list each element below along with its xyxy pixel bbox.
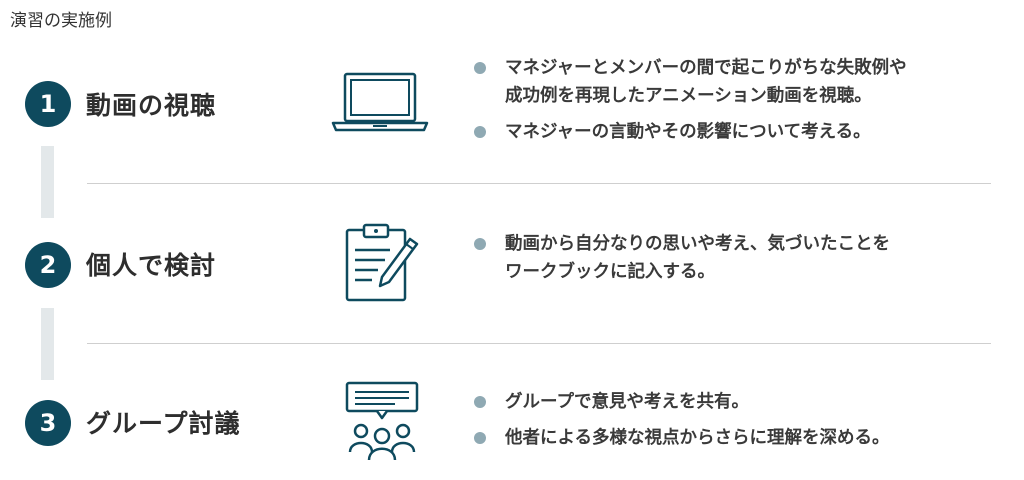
group-discussion-icon (330, 380, 430, 468)
bullet-line: マネジャーとメンバーの間で起こりがちな失敗例や (505, 58, 907, 78)
bullet-dot (474, 238, 486, 250)
bullet-line: マネジャーの言動やその影響について考える。 (505, 122, 871, 142)
bullet-line: 動画から自分なりの思いや考え、気づいたことを (505, 234, 890, 254)
bullet-line: ワークブックに記入する。 (505, 262, 715, 282)
step-number: 3 (25, 400, 71, 446)
divider (87, 183, 991, 184)
page-heading: 演習の実施例 (10, 11, 112, 31)
bullet-dot (474, 396, 486, 408)
bullet-item: マネジャーの言動やその影響について考える。 (472, 118, 907, 146)
step-connector (41, 308, 54, 380)
step-title: 動画の視聴 (86, 91, 217, 120)
step-title: グループ討議 (86, 409, 241, 438)
bullet-line: 他者による多様な視点からさらに理解を深める。 (505, 428, 890, 448)
step-3: 3 グループ討議 グループで意見や考えを共有。 他者による多様な視点からさらに理… (0, 370, 1024, 480)
divider (87, 343, 991, 344)
bullet-dot (474, 432, 486, 444)
bullet-item: マネジャーとメンバーの間で起こりがちな失敗例や 成功例を再現したアニメーション動… (472, 54, 907, 110)
laptop-icon (330, 70, 430, 136)
bullet-item: グループで意見や考えを共有。 (472, 388, 889, 416)
bullet-line: グループで意見や考えを共有。 (505, 392, 749, 412)
step-title: 個人で検討 (86, 251, 217, 280)
bullet-line: 成功例を再現したアニメーション動画を視聴。 (505, 86, 872, 106)
bullet-item: 動画から自分なりの思いや考え、気づいたことを ワークブックに記入する。 (472, 230, 890, 286)
bullet-item: 他者による多様な視点からさらに理解を深める。 (472, 424, 889, 452)
step-number: 2 (25, 242, 71, 288)
bullet-dot (474, 62, 486, 74)
step-connector (41, 146, 54, 218)
step-1: 1 動画の視聴 マネジャーとメンバーの間で起こりがちな失敗例や 成功例を再現した… (0, 50, 1024, 160)
clipboard-pencil-icon (330, 222, 430, 308)
step-number: 1 (25, 81, 71, 127)
step-2: 2 個人で検討 動画から自分なりの思いや考え、気づいたことを ワークブックに記入… (0, 212, 1024, 322)
bullet-dot (474, 126, 486, 138)
